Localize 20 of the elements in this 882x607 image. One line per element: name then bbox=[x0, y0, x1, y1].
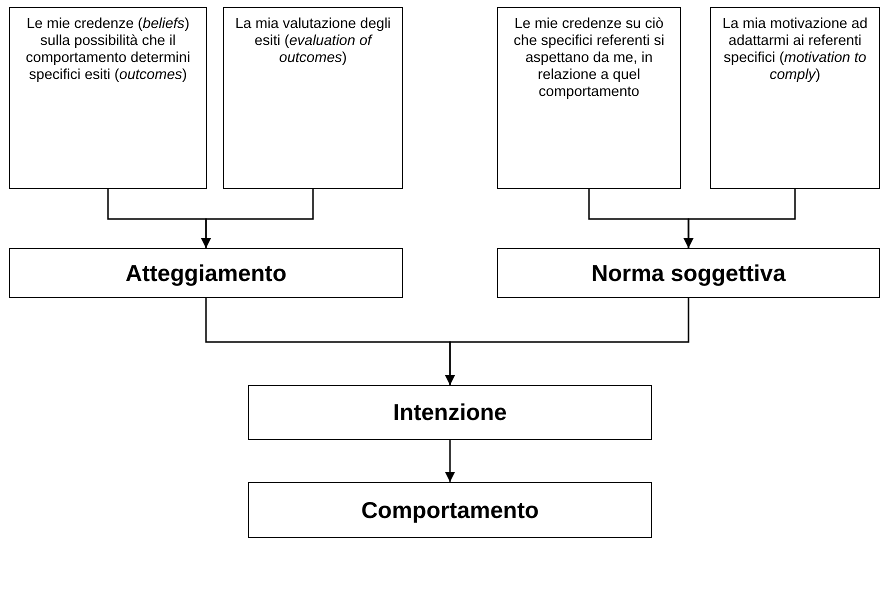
box-text: La mia motivazione ad adattarmi ai referenti specifici (motivation to comply) bbox=[721, 16, 869, 84]
box-text: Intenzione bbox=[393, 399, 507, 426]
box-text: Norma soggettiva bbox=[591, 260, 786, 286]
process-box bbox=[9, 7, 207, 189]
arrow bbox=[445, 298, 690, 385]
box-text: Atteggiamento bbox=[126, 260, 286, 286]
process-box bbox=[9, 248, 403, 298]
process-box bbox=[497, 248, 880, 298]
process-box bbox=[710, 7, 880, 189]
process-box bbox=[248, 385, 652, 440]
arrow bbox=[684, 189, 796, 248]
box-text: La mia valutazione degli esiti (evaluation of outcomes) bbox=[234, 16, 392, 67]
arrow bbox=[201, 189, 314, 248]
box-text: Comportamento bbox=[361, 496, 539, 524]
box-text: Le mie credenze su ciò che specifici referenti si aspettano da me, in relazione a quel comportamento bbox=[512, 16, 666, 101]
box-text: Le mie credenze (beliefs) sulla possibilità che il comportamento determini specifici esiti (outcomes) bbox=[24, 16, 192, 84]
process-box bbox=[223, 7, 403, 189]
process-box bbox=[248, 482, 652, 538]
process-box bbox=[497, 7, 681, 189]
arrow bbox=[445, 440, 455, 482]
